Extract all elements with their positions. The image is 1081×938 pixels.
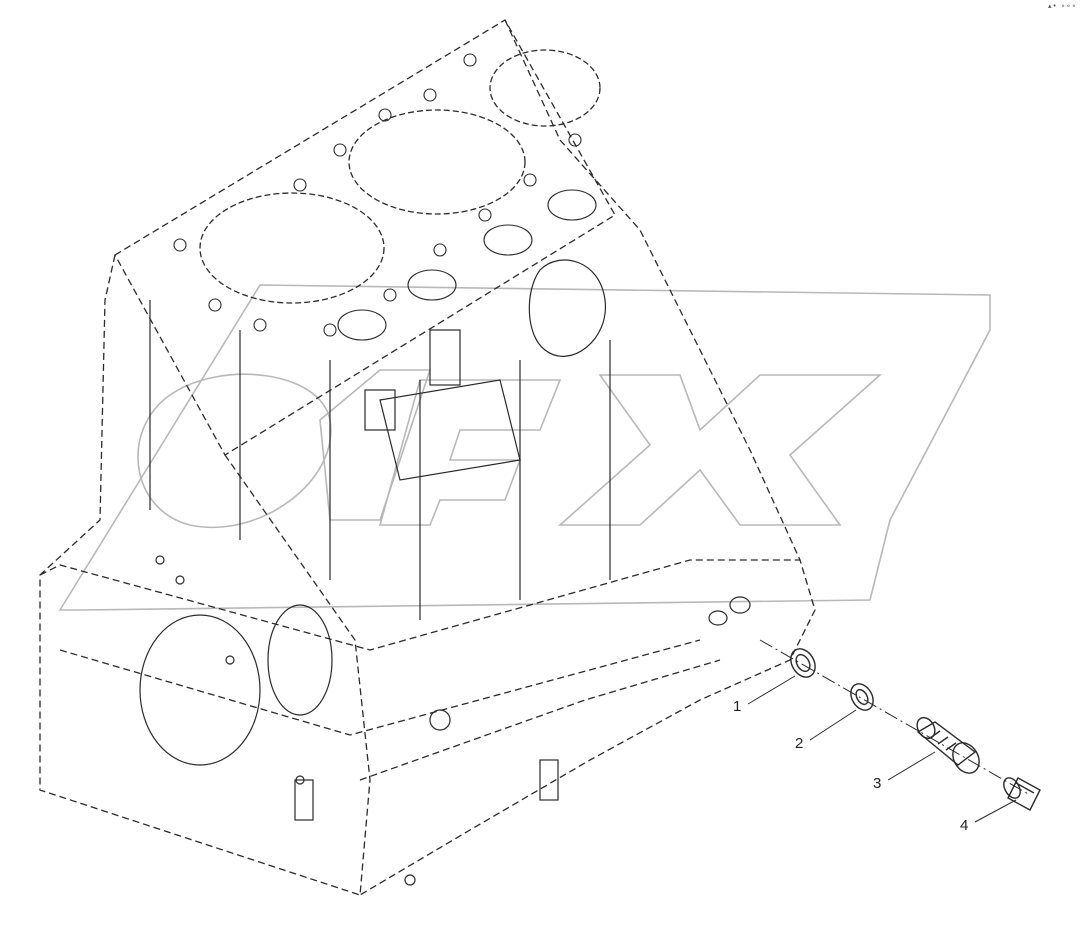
part-3-fitting (916, 716, 980, 774)
part-2-washer (850, 683, 874, 711)
exploded-parts (759, 639, 1041, 811)
callout-3: 3 (873, 775, 882, 792)
side-face-details (139, 259, 751, 886)
leader-lines (747, 675, 1017, 823)
cylinder-bores (199, 49, 601, 304)
part-1-seal-ring (790, 648, 816, 678)
engine-block (39, 19, 816, 896)
corner-mark: ▴• ∘∘∘ (1047, 2, 1077, 10)
callout-2: 2 (795, 735, 804, 752)
callout-4: 4 (960, 817, 969, 834)
deck-holes (173, 53, 597, 341)
part-4-cap (1003, 777, 1041, 811)
callout-1: 1 (733, 698, 742, 715)
watermark-logo (58, 284, 991, 611)
